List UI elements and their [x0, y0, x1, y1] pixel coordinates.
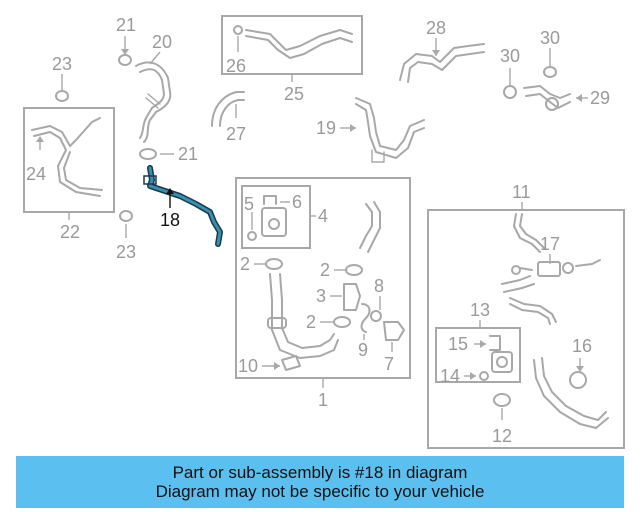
part-21-top-clamp: [118, 36, 132, 66]
callout-21-top: 21: [116, 15, 136, 35]
part-20-hose: [135, 61, 172, 143]
callout-8: 8: [374, 276, 384, 296]
callout-23-lower: 23: [116, 242, 136, 262]
part-2-clamp-mid: [334, 264, 363, 276]
callout-2-low: 2: [306, 312, 316, 332]
part-14-seal: [464, 371, 489, 381]
part-6-housing: [261, 195, 290, 237]
box-11: [427, 209, 625, 449]
part-18-coolant-pipe: [143, 165, 223, 247]
part-11-upper-hose: [513, 213, 545, 253]
callout-23-top: 23: [52, 54, 72, 74]
part-30-clamp-right: [543, 48, 557, 78]
callout-24: 24: [26, 164, 46, 184]
part-8-seal: [370, 296, 382, 322]
part-23-lower-clamp: [119, 210, 133, 238]
part-9-clip: [360, 303, 371, 340]
part-23-top-clamp: [55, 74, 69, 102]
part-28-hose: [399, 38, 485, 83]
callout-10: 10: [238, 356, 258, 376]
callout-4: 4: [318, 206, 328, 226]
callout-30-right: 30: [540, 28, 560, 48]
callout-22: 22: [60, 222, 80, 242]
info-banner: Part or sub-assembly is #18 in diagram D…: [16, 456, 624, 508]
callout-11: 11: [512, 182, 531, 202]
parts-diagram: 21 20 21 18 23 23 24 22: [23, 15, 625, 449]
part-7-sensor: [383, 321, 405, 352]
part-21-lower-clamp: [139, 148, 174, 160]
callout-27: 27: [226, 124, 246, 144]
part-12-clamp: [493, 393, 511, 420]
callout-17: 17: [540, 234, 560, 254]
callout-2-mid: 2: [320, 260, 330, 280]
part-2-clamp-left: [254, 258, 283, 270]
callout-1: 1: [318, 390, 328, 410]
callout-13: 13: [470, 300, 490, 320]
box-4: [241, 185, 311, 249]
callout-15: 15: [448, 334, 468, 354]
callout-25: 25: [284, 84, 304, 104]
callout-19: 19: [316, 118, 336, 138]
callout-28: 28: [426, 18, 446, 38]
part-hose-upper-right: [359, 201, 381, 253]
part-10-hose: [262, 273, 339, 371]
part-19-pipe: [340, 97, 425, 163]
callout-7: 7: [384, 354, 394, 374]
callout-14: 14: [440, 366, 460, 386]
part-2-clamp-low: [320, 316, 351, 328]
callout-29: 29: [590, 88, 610, 108]
banner-line-2: Diagram may not be specific to your vehi…: [155, 482, 485, 501]
callout-30-left: 30: [500, 46, 520, 66]
part-16-clamp: [569, 358, 587, 389]
part-5-o-ring: [247, 212, 257, 241]
callout-18: 18: [160, 210, 180, 230]
part-29-pipe: [523, 85, 588, 111]
callout-26: 26: [226, 56, 246, 76]
callout-12: 12: [492, 426, 512, 446]
callout-21-lower: 21: [178, 144, 198, 164]
callout-5: 5: [244, 194, 254, 214]
part-26-pipe: [233, 25, 353, 59]
part-27-hose: [211, 91, 245, 127]
part-30-clamp: [503, 68, 517, 99]
part-3-connector: [330, 283, 361, 311]
part-24-hose: [31, 117, 103, 197]
banner-line-1: Part or sub-assembly is #18 in diagram: [172, 463, 468, 482]
callout-6: 6: [292, 192, 302, 212]
callout-2-left: 2: [240, 254, 250, 274]
part-connector-lines: [501, 275, 557, 325]
part-15-fitting: [474, 335, 513, 373]
part-lower-hose: [533, 357, 609, 429]
callout-9: 9: [358, 340, 368, 360]
part-17-connector: [511, 254, 601, 277]
callout-16: 16: [572, 336, 592, 356]
callout-3: 3: [316, 286, 326, 306]
callout-20: 20: [152, 32, 172, 52]
box-13: [435, 327, 521, 383]
